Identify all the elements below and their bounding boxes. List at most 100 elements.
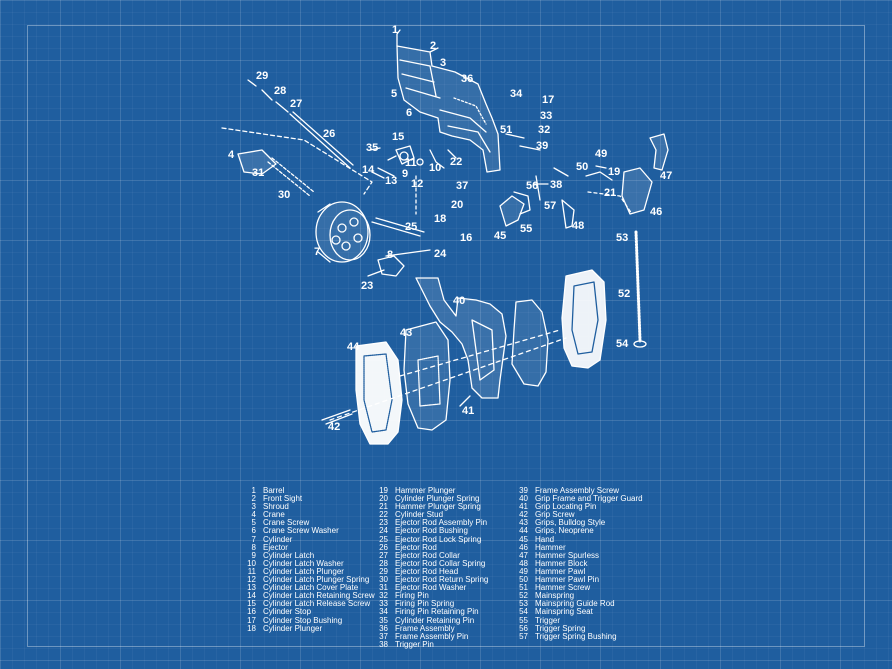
legend-entry-number: 35 — [379, 615, 388, 625]
legend-entry-number: 46 — [519, 542, 528, 552]
part-callout-27: 27 — [290, 98, 302, 110]
legend-entry-number: 56 — [519, 623, 528, 633]
legend-entry-name: Ejector Rod Collar — [395, 550, 460, 560]
legend-entry-number: 10 — [247, 558, 256, 568]
legend-entry-name: Cylinder Stop — [263, 607, 312, 617]
legend-entry-number: 52 — [519, 591, 528, 601]
legend-entry-number: 41 — [519, 502, 528, 512]
legend-entry-name: Cylinder — [263, 534, 293, 544]
legend-entry: 1 Barrel — [238, 486, 375, 495]
legend-entry-number: 9 — [251, 550, 256, 560]
cylinder-drawing — [315, 201, 371, 263]
part-callout-5: 5 — [391, 88, 397, 100]
legend-entry-number: 17 — [247, 615, 256, 625]
grips-drawing — [355, 321, 451, 445]
part-callout-33: 33 — [540, 110, 552, 122]
legend-entry: 35 Cylinder Retaining Pin — [370, 615, 488, 625]
part-callout-21: 21 — [604, 187, 616, 199]
legend-entry-number: 39 — [519, 486, 528, 495]
legend-entry: 33 Firing Pin Spring — [370, 600, 488, 608]
legend-entry-name: Firing Pin Spring — [395, 599, 455, 609]
legend-entry-number: 36 — [379, 623, 388, 633]
legend-entry-number: 26 — [379, 542, 388, 552]
legend-entry-number: 19 — [379, 486, 388, 495]
legend-entry-name: Ejector — [263, 542, 288, 552]
legend-entry-number: 50 — [519, 575, 528, 585]
part-callout-37: 37 — [456, 180, 468, 192]
part-callout-30: 30 — [278, 189, 290, 201]
pins-and-alignment-lines — [321, 329, 567, 425]
legend-entry-number: 32 — [379, 591, 388, 601]
part-callout-57: 57 — [544, 200, 556, 212]
legend-entry-number: 21 — [379, 502, 388, 512]
legend-entry-number: 1 — [251, 486, 256, 495]
part-callout-8: 8 — [387, 249, 393, 261]
part-callout-1: 1 — [392, 24, 398, 36]
legend-entry-name: Grip Frame and Trigger Guard — [535, 494, 643, 504]
legend-entry: 27 Ejector Rod Collar — [370, 550, 488, 560]
part-callout-15: 15 — [392, 131, 404, 143]
legend-entry-number: 11 — [247, 566, 256, 576]
legend-entry-name: Barrel — [263, 486, 285, 495]
part-callout-40: 40 — [453, 295, 465, 307]
part-callout-14: 14 — [362, 164, 375, 176]
part-callout-18: 18 — [434, 213, 446, 225]
trigger-group-drawing — [499, 133, 575, 229]
legend-entry-name: Ejector Rod Return Spring — [395, 575, 489, 585]
part-callout-47: 47 — [660, 170, 672, 182]
legend-entry-number: 6 — [251, 526, 256, 536]
part-callout-52: 52 — [618, 288, 630, 300]
legend-entry-name: Cylinder Stud — [395, 510, 444, 520]
legend-entry-number: 45 — [519, 534, 528, 544]
legend-entry-number: 29 — [379, 566, 388, 576]
legend-entry-number: 40 — [519, 494, 528, 504]
legend-entry-name: Trigger Pin — [395, 639, 434, 649]
legend-entry-name: Grips, Neoprene — [535, 526, 594, 536]
part-callout-2: 2 — [430, 40, 436, 52]
legend-entry: 19 Hammer Plunger — [370, 486, 488, 495]
ejector-parts-drawing — [367, 217, 431, 277]
part-callout-9: 9 — [402, 168, 408, 180]
legend-entry-name: Hammer Screw — [535, 583, 591, 593]
part-callout-10: 10 — [429, 162, 441, 174]
legend-entry-number: 43 — [519, 518, 528, 528]
legend-entry-number: 18 — [247, 623, 256, 633]
part-callout-16: 16 — [460, 232, 472, 244]
legend-entry-name: Hammer Plunger — [395, 486, 456, 495]
part-callout-32: 32 — [538, 124, 550, 136]
legend-entry-name: Cylinder Stop Bushing — [263, 615, 343, 625]
part-callout-34: 34 — [510, 88, 523, 100]
legend-entry-name: Trigger Spring — [535, 623, 586, 633]
legend-entry-number: 33 — [379, 599, 388, 609]
legend-entry-name: Cylinder Retaining Pin — [395, 615, 475, 625]
legend-entry-name: Cylinder Latch — [263, 550, 315, 560]
part-callout-12: 12 — [411, 178, 423, 190]
legend-entry-number: 27 — [379, 550, 388, 560]
legend-entry-number: 48 — [519, 558, 528, 568]
legend-entry-name: Ejector Rod Collar Spring — [395, 558, 486, 568]
legend-entry-number: 28 — [379, 558, 388, 568]
legend-entry-number: 53 — [519, 599, 528, 609]
